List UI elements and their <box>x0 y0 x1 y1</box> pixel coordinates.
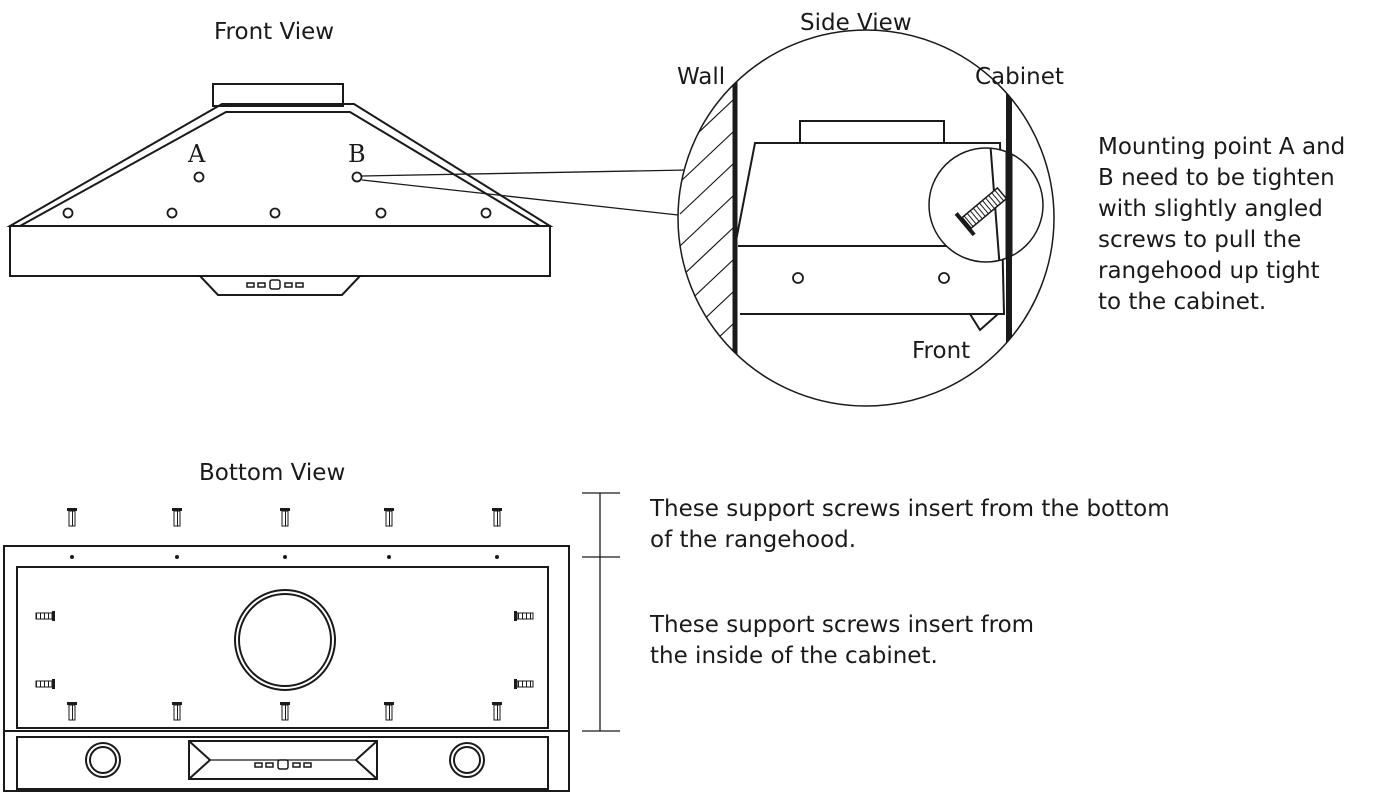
chimney-stub <box>212 83 344 107</box>
bottom-control-panel <box>188 740 378 780</box>
mounting-note: Mounting point A and B need to be tighte… <box>1098 134 1346 315</box>
bottom-view-rangehood <box>3 545 570 792</box>
cabinet-label: Cabinet <box>975 64 1064 90</box>
side-view-title: Side View <box>800 10 912 36</box>
canopy-inner-edge <box>19 111 541 227</box>
support-screws-outside <box>67 508 502 527</box>
wall-label: Wall <box>677 64 726 90</box>
side-hood-body <box>734 142 1006 315</box>
control-buttons-bottom <box>254 759 312 770</box>
light-left <box>85 742 121 778</box>
mounting-point-a-label: A <box>188 140 206 168</box>
canopy-base-band <box>9 225 551 277</box>
light-right <box>449 742 485 778</box>
control-buttons-front <box>246 279 304 290</box>
bottom-view-title: Bottom View <box>199 460 346 486</box>
mounting-point-b-hole <box>351 171 363 183</box>
side-view-circle <box>677 29 1055 407</box>
support-screws-bottom-note: These support screws insert from the bot… <box>650 496 1170 553</box>
front-view-rangehood <box>6 83 554 296</box>
angled-screw-icon <box>954 186 1008 237</box>
dimension-bracket <box>582 492 620 732</box>
canopy-outline <box>6 103 554 227</box>
support-screws-cabinet-note: These support screws insert from the ins… <box>650 612 1035 669</box>
detail-callout-lines <box>361 169 689 216</box>
front-label: Front <box>912 338 971 364</box>
blower-opening <box>234 589 336 691</box>
mounting-point-a-hole <box>193 171 205 183</box>
control-panel <box>197 275 363 296</box>
mounting-holes-front <box>62 171 492 219</box>
bottom-inner-panel <box>16 566 549 729</box>
support-screws-side <box>35 611 534 689</box>
front-view-title: Front View <box>214 19 335 45</box>
support-screws-inside <box>67 702 502 721</box>
bottom-outer-frame <box>3 545 570 792</box>
screw-hole-dots <box>70 555 499 559</box>
mounting-point-b-label: B <box>348 140 366 168</box>
